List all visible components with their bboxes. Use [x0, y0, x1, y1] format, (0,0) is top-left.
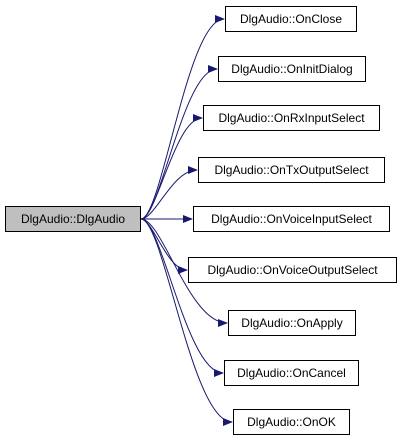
callee-node-onok[interactable]: DlgAudio::OnOK — [233, 409, 350, 435]
call-edge-oncancel — [140, 218, 224, 377]
callee-node-onvoiceinputselect[interactable]: DlgAudio::OnVoiceInputSelect — [193, 206, 390, 232]
callee-node-oncancel[interactable]: DlgAudio::OnCancel — [224, 360, 359, 386]
call-edge-onclose — [140, 15, 225, 220]
callee-node-onvoiceoutputselect[interactable]: DlgAudio::OnVoiceOutputSelect — [188, 257, 397, 283]
call-edge-oninitdialog — [140, 65, 218, 220]
call-edge-onok — [140, 218, 233, 426]
call-edge-onrxinputselect — [140, 114, 203, 220]
callee-node-onclose[interactable]: DlgAudio::OnClose — [225, 6, 357, 32]
callee-node-ontxoutputselect[interactable]: DlgAudio::OnTxOutputSelect — [198, 157, 385, 183]
callee-node-oninitdialog[interactable]: DlgAudio::OnInitDialog — [218, 56, 366, 82]
callee-node-onapply[interactable]: DlgAudio::OnApply — [228, 310, 356, 336]
root-node-dlgaudio-dlgaudio: DlgAudio::DlgAudio — [5, 206, 141, 232]
callee-node-onrxinputselect[interactable]: DlgAudio::OnRxInputSelect — [203, 105, 380, 131]
call-edge-onapply — [140, 218, 228, 327]
call-edge-ontxoutputselect — [140, 166, 198, 220]
